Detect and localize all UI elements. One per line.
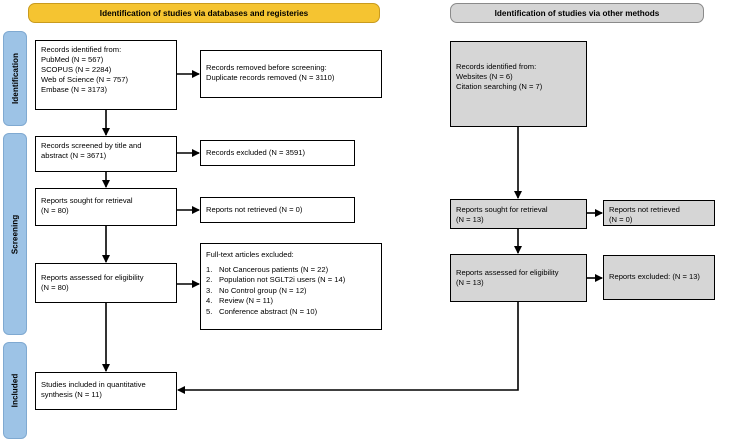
db-source-scopus: SCOPUS (N = 2284) [41,65,112,74]
other-source-websites: Websites (N = 6) [456,72,513,81]
phase-screening: Screening [3,133,27,335]
header-other-methods: Identification of studies via other meth… [450,3,704,23]
other-reports-sought-box: Reports sought for retrieval (N = 13) [450,199,587,229]
db-reports-assessed-line2: (N = 80) [41,283,69,292]
other-source-citation-searching: Citation searching (N = 7) [456,82,543,91]
db-source-embase: Embase (N = 3173) [41,85,108,94]
list-item-number: 5. [206,306,213,316]
list-item-number: 1. [206,265,213,274]
other-reports-assessed-box: Reports assessed for eligibility (N = 13… [450,254,587,302]
db-fulltext-excluded-box: Full-text articles excluded: 1. Not Cance… [200,243,382,330]
db-reports-sought-line2: (N = 80) [41,206,69,215]
list-item-text: No Control group (N = 12) [219,285,307,295]
db-reports-not-retrieved-box: Reports not retrieved (N = 0) [200,197,355,223]
db-reports-assessed-line1: Reports assessed for eligibility [41,273,144,282]
db-records-screened-line1: Records screened by title and [41,141,142,150]
other-reports-not-retrieved-box: Reports not retrieved (N = 0) [603,200,715,226]
db-studies-included-box: Studies included in quantitative synthes… [35,372,177,410]
list-item: 5. Conference abstract (N = 10) [206,307,376,317]
other-reports-excluded-line: Reports excluded: (N = 13) [609,272,700,281]
arrow-other-to-included [177,302,519,394]
header-databases: Identification of studies via databases … [28,3,380,23]
db-duplicates-removed: Duplicate records removed (N = 3110) [206,73,335,82]
list-item-number: 3. [206,285,213,295]
db-reports-not-retrieved-line: Reports not retrieved (N = 0) [206,205,303,214]
db-reports-sought-box: Reports sought for retrieval (N = 80) [35,188,177,226]
db-fulltext-excluded-heading: Full-text articles excluded: [206,250,294,259]
db-source-pubmed: PubMed (N = 567) [41,55,104,64]
other-reports-assessed-line2: (N = 13) [456,278,484,287]
other-reports-sought-line1: Reports sought for retrieval [456,205,548,214]
list-item-number: 2. [206,275,213,285]
list-item: 2. Population not SGLT2i users (N = 14) [206,275,376,285]
list-item-text: Population not SGLT2i users (N = 14) [219,275,346,285]
list-item: 1. Not Cancerous patients (N = 22) [206,265,376,275]
db-studies-included-line1: Studies included in quantitative [41,380,146,389]
list-item-text: Conference abstract (N = 10) [219,306,318,316]
other-reports-sought-line2: (N = 13) [456,215,484,224]
list-item-text: Not Cancerous patients (N = 22) [219,265,329,274]
other-reports-excluded-box: Reports excluded: (N = 13) [603,255,715,300]
other-records-identified-box: Records identified from: Websites (N = 6… [450,41,587,127]
other-records-identified-heading: Records identified from: [456,62,537,71]
db-records-identified-box: Records identified from: PubMed (N = 567… [35,40,177,110]
db-records-excluded-box: Records excluded (N = 3591) [200,140,355,166]
db-records-excluded-line: Records excluded (N = 3591) [206,148,305,157]
db-source-web-of-science: Web of Science (N = 757) [41,75,129,84]
db-records-screened-box: Records screened by title and abstract (… [35,136,177,172]
list-item: 3. No Control group (N = 12) [206,286,376,296]
other-reports-assessed-line1: Reports assessed for eligibility [456,268,559,277]
other-reports-not-retrieved-line1: Reports not retrieved [609,205,680,214]
list-item-number: 4. [206,296,213,306]
db-records-identified-heading: Records identified from: [41,45,122,54]
list-item: 4. Review (N = 11) [206,296,376,306]
phase-included: Included [3,342,27,439]
db-reports-sought-line1: Reports sought for retrieval [41,196,133,205]
db-reports-assessed-box: Reports assessed for eligibility (N = 80… [35,263,177,303]
db-records-screened-line2: abstract (N = 3671) [41,151,107,160]
db-fulltext-excluded-list: 1. Not Cancerous patients (N = 22) 2. Popu… [206,265,376,317]
phase-identification: Identification [3,31,27,126]
list-item-text: Review (N = 11) [219,296,274,306]
db-studies-included-line2: synthesis (N = 11) [41,390,102,399]
other-reports-not-retrieved-line2: (N = 0) [609,215,633,224]
db-records-removed-heading: Records removed before screening: [206,63,327,72]
db-records-removed-box: Records removed before screening: Duplic… [200,50,382,98]
